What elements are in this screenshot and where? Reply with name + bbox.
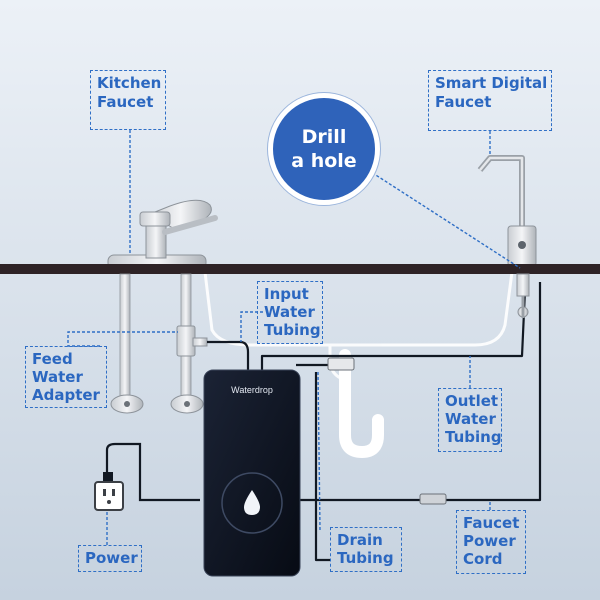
label-outlet-water-tubing: Outlet Water Tubing xyxy=(438,388,502,452)
label-faucet-power-cord: Faucet Power Cord xyxy=(456,510,526,574)
label-input-water-tubing: Input Water Tubing xyxy=(257,281,323,344)
power-outlet-graphic xyxy=(94,442,200,511)
device-brand: Waterdrop xyxy=(231,385,273,395)
tubing-connector xyxy=(327,357,355,371)
smart-faucet-graphic xyxy=(477,155,537,267)
label-smart-digital-faucet: Smart Digital Faucet xyxy=(428,70,552,131)
feed-water-adapter-graphic xyxy=(176,325,208,357)
label-drain-tubing: Drain Tubing xyxy=(330,527,402,572)
water-tubing xyxy=(207,282,542,562)
waterdrop-device: Waterdrop xyxy=(203,369,301,577)
kitchen-faucet-graphic xyxy=(107,199,218,270)
countertop xyxy=(0,264,600,274)
label-power: Power xyxy=(78,545,142,572)
cord-connector xyxy=(419,493,447,505)
faucet-valve xyxy=(516,273,530,318)
label-kitchen-faucet: Kitchen Faucet xyxy=(90,70,166,130)
drill-a-hole-badge: Drill a hole xyxy=(268,93,380,205)
label-feed-water-adapter: Feed Water Adapter xyxy=(25,346,107,408)
drain-trap xyxy=(339,349,384,459)
